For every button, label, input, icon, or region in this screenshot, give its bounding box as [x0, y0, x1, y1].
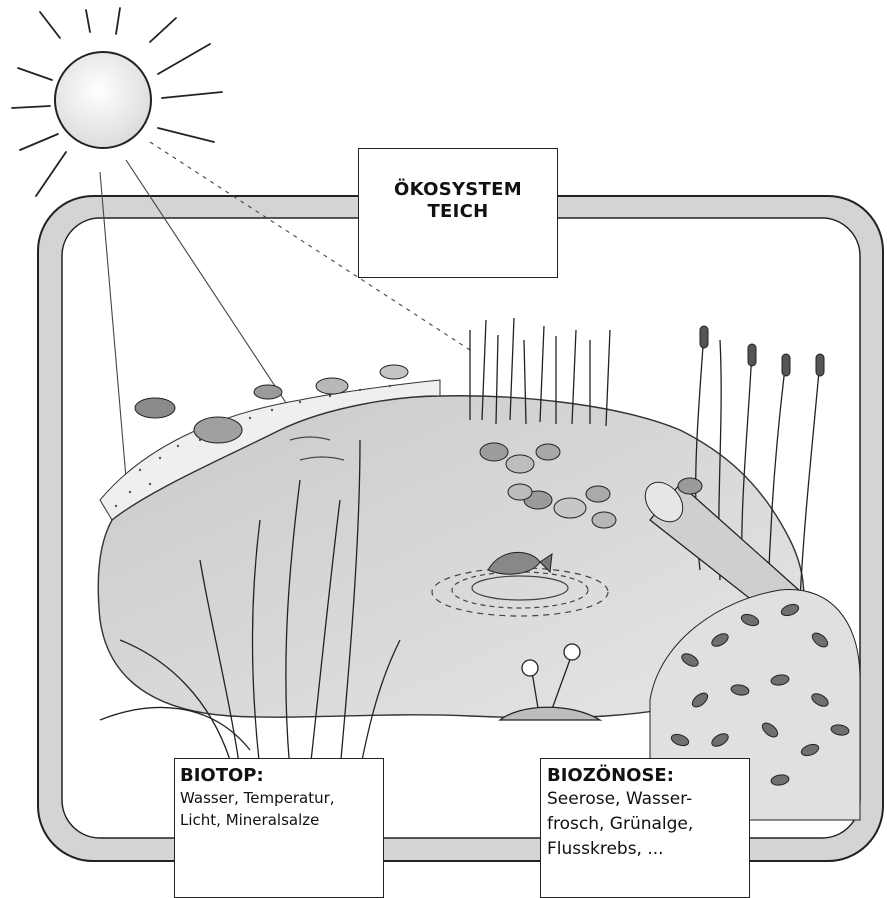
biozoenose-heading: BIOZÖNOSE: [547, 765, 749, 787]
biotop-line-1: Wasser, Temperatur, [180, 787, 383, 809]
title-line-2: TEICH [359, 201, 557, 223]
biozoenose-line-2: frosch, Grünalge, [547, 812, 749, 837]
title-box: ÖKOSYSTEM TEICH [358, 148, 558, 278]
biozoenose-line-3: Flusskrebs, ... [547, 837, 749, 862]
title-line-1: ÖKOSYSTEM [359, 179, 557, 201]
biozoenose-box: BIOZÖNOSE: Seerose, Wasser- frosch, Grün… [540, 758, 750, 898]
biotop-heading: BIOTOP: [180, 765, 383, 787]
biotop-line-2: Licht, Mineralsalze [180, 809, 383, 831]
biotop-box: BIOTOP: Wasser, Temperatur, Licht, Miner… [174, 758, 384, 898]
biozoenose-line-1: Seerose, Wasser- [547, 787, 749, 812]
